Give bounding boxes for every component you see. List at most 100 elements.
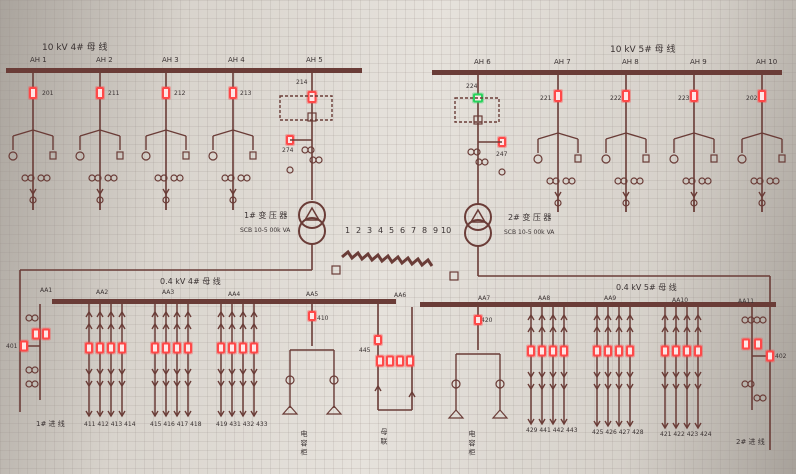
- indicator-number-8: 8: [422, 226, 427, 235]
- arrow-down-icon: [560, 371, 568, 379]
- capacitor-symbol: [329, 375, 339, 385]
- tie-indicator: [396, 355, 404, 367]
- arrow-down-icon: [239, 368, 247, 376]
- indicator-number-3: 3: [367, 226, 372, 235]
- transformer-2-model: SCB 10-5 00k VA: [504, 229, 555, 236]
- arrow-up-icon: [162, 322, 170, 330]
- arrow-up-icon: [250, 322, 258, 330]
- bus-10kv-4-title: 10 kV 4# 母 线: [42, 41, 108, 53]
- arrow-down-icon: [85, 410, 93, 418]
- arrow-down-icon: [615, 383, 623, 391]
- hv-branch-wire: [693, 132, 715, 140]
- breaker-420-indicator: [474, 315, 482, 325]
- cable-head-symbol: [162, 196, 170, 204]
- panel-ah2-label: AH 2: [96, 56, 113, 64]
- current-transformer-symbol: [688, 177, 696, 185]
- breaker-410-indicator: [308, 311, 316, 321]
- arrow-up-icon: [107, 322, 115, 330]
- current-transformer-symbol: [636, 177, 644, 185]
- arrow-down-icon: [549, 418, 557, 426]
- arrow-down-icon: [538, 371, 546, 379]
- current-transformer-symbol: [473, 148, 481, 156]
- surge-arrester-symbol: [574, 154, 582, 163]
- breaker-221-label: 221: [540, 95, 552, 102]
- arrow-down-icon: [184, 410, 192, 418]
- arrow-up-icon: [374, 384, 382, 392]
- cable-head-symbol: [29, 196, 37, 204]
- panel-ah5-label: AH 5: [306, 56, 323, 64]
- tie-indicator: [406, 355, 414, 367]
- breaker-211-label: 211: [108, 90, 120, 97]
- arrow-up-icon: [527, 325, 535, 333]
- aa1-indicator-b: [42, 328, 50, 340]
- arrow-down-icon: [162, 380, 170, 388]
- arrow-down-icon: [694, 383, 702, 391]
- panel-aa11-label: AA11: [738, 298, 754, 305]
- hv-branch-wire: [557, 132, 579, 140]
- bus-10kv-5: [432, 70, 782, 75]
- current-transformer-symbol: [31, 380, 39, 388]
- arrow-down-icon: [538, 418, 546, 426]
- capacitor-symbol: [285, 375, 295, 385]
- breaker-445-label: 445: [359, 347, 371, 354]
- lv-breaker-indicator: [173, 342, 181, 354]
- capacitor-symbol: [495, 379, 505, 389]
- current-transformer-symbol: [475, 158, 483, 166]
- breaker-indicator-lit: [622, 90, 630, 102]
- arrow-up-icon: [184, 310, 192, 318]
- arrow-up-icon: [527, 313, 535, 321]
- ah6-disconnect-symbol: [473, 115, 483, 125]
- hv-branch-wire: [145, 129, 167, 137]
- breaker-212-label: 212: [174, 90, 186, 97]
- voltage-transformer-symbol: [601, 154, 611, 164]
- current-transformer-symbol: [766, 177, 774, 185]
- arrow-up-icon: [604, 325, 612, 333]
- current-transformer-symbol: [94, 174, 102, 182]
- arrow-up-icon: [694, 313, 702, 321]
- arrow-down-icon: [173, 380, 181, 388]
- lv-breaker-indicator: [184, 342, 192, 354]
- arrow-down-icon: [593, 371, 601, 379]
- breaker-201-label: 201: [42, 90, 54, 97]
- arrow-down-icon: [217, 368, 225, 376]
- arrow-up-icon: [250, 310, 258, 318]
- arrow-down-icon: [96, 368, 104, 376]
- lv-breaker-indicator: [85, 342, 93, 354]
- arrow-down-icon: [560, 383, 568, 391]
- arrow-up-icon: [549, 325, 557, 333]
- breaker-214-indicator: [307, 91, 317, 103]
- arrow-up-icon: [549, 313, 557, 321]
- panel-ah9-label: AH 9: [690, 58, 707, 66]
- breaker-247-label: 247: [496, 151, 508, 158]
- bus-10kv-5-title: 10 kV 5# 母 线: [610, 43, 676, 55]
- bus-04kv-5-title: 0.4 kV 5# 母 线: [616, 282, 677, 292]
- current-transformer-symbol: [25, 366, 33, 374]
- aa11-indicator-b: [754, 338, 762, 350]
- arrow-down-icon: [239, 380, 247, 388]
- surge-arrester-symbol: [116, 151, 124, 160]
- arrow-down-icon: [694, 371, 702, 379]
- label-bus-tie: 母 联: [380, 428, 388, 445]
- arrow-up-icon: [184, 322, 192, 330]
- arrow-up-icon: [694, 325, 702, 333]
- hv-branch-wire: [605, 132, 627, 140]
- arrow-down-icon: [250, 368, 258, 376]
- panel-ah8-label: AH 8: [622, 58, 639, 66]
- arrow-up-icon: [604, 313, 612, 321]
- arrow-down-icon: [661, 422, 669, 430]
- current-transformer-symbol: [552, 177, 560, 185]
- hv-branch-wire: [673, 132, 695, 140]
- breaker-222-label: 222: [610, 95, 622, 102]
- panel-aa4-label: AA4: [228, 291, 240, 298]
- transformer-1-model: SCB 10-5 00k VA: [240, 227, 291, 234]
- current-transformer-symbol: [682, 177, 690, 185]
- arrow-up-icon: [96, 310, 104, 318]
- arrow-up-icon: [538, 325, 546, 333]
- feeders-415-418: 415 416 417 418: [150, 421, 202, 428]
- arrow-down-icon: [683, 383, 691, 391]
- arrow-down-icon: [250, 410, 258, 418]
- lv-breaker-indicator: [527, 345, 535, 357]
- breaker-224-label: 224: [466, 83, 478, 90]
- ah5-vt-symbol: [286, 166, 294, 174]
